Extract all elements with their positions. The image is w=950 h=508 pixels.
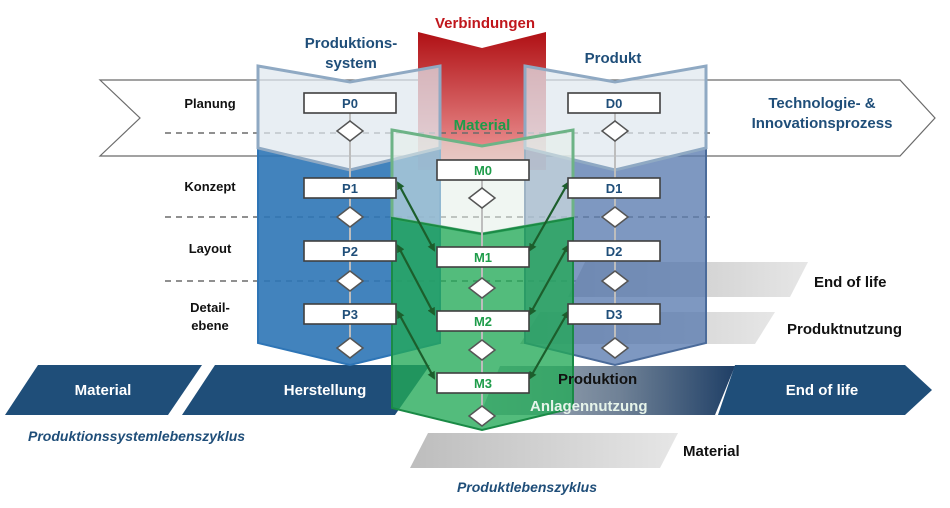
node-m1: M1 xyxy=(436,246,530,268)
arrow-p3-m3 xyxy=(397,310,435,380)
svg-text:P2: P2 xyxy=(342,244,358,259)
decision-diamond xyxy=(335,270,365,292)
svg-text:M1: M1 xyxy=(474,250,492,265)
node-m0: M0 xyxy=(436,159,530,181)
lifecycle-herstellung-label: Herstellung xyxy=(284,382,367,399)
svg-text:M2: M2 xyxy=(474,314,492,329)
product-cycle-labels: End of life Produktnutzung Produktion Ma… xyxy=(558,274,902,460)
node-p3: P3 xyxy=(303,303,397,325)
node-p0: P0 xyxy=(303,92,397,114)
decision-diamond xyxy=(335,206,365,228)
svg-text:M3: M3 xyxy=(474,376,492,391)
decision-diamond xyxy=(600,270,630,292)
node-p1: P1 xyxy=(303,177,397,199)
produktion-label: Produktion xyxy=(558,371,637,388)
arrow-d3-m3 xyxy=(529,310,569,380)
product-material-label: Material xyxy=(683,443,740,460)
product-material-band xyxy=(410,433,678,468)
lifecycle-material-band xyxy=(5,365,202,415)
decision-diamond xyxy=(467,187,497,209)
node-d3: D3 xyxy=(567,303,661,325)
produktlebenszyklus-caption: Produktlebenszyklus xyxy=(457,479,597,495)
phase-detail-1: Detail- xyxy=(190,300,230,315)
lifecycle-end-of-life-band xyxy=(718,365,932,415)
decision-diamond xyxy=(600,337,630,359)
svg-text:P3: P3 xyxy=(342,307,358,322)
phase-konzept: Konzept xyxy=(184,179,236,194)
arrow-d2-m2 xyxy=(529,244,569,316)
lifecycle-end-of-life-label: End of life xyxy=(786,382,859,399)
node-m2: M2 xyxy=(436,310,530,332)
lifecycle-material-label: Material xyxy=(75,382,132,399)
lifecycle-herstellung-band xyxy=(182,365,430,415)
svg-text:D2: D2 xyxy=(606,244,623,259)
phase-planung: Planung xyxy=(184,96,235,111)
produktionssystem-label-1: Produktions- xyxy=(305,35,398,52)
arrow-p2-m2 xyxy=(397,244,435,316)
lifecycle-labels: Material Herstellung End of life xyxy=(75,382,859,399)
decision-diamond xyxy=(467,277,497,299)
svg-text:P1: P1 xyxy=(342,181,358,196)
node-d0: D0 xyxy=(567,92,661,114)
produktionssystem-label-2: system xyxy=(325,55,377,72)
product-end-of-life-label: End of life xyxy=(814,274,887,291)
node-d1: D1 xyxy=(567,177,661,199)
decision-diamond xyxy=(600,120,630,142)
verbindungen-label: Verbindungen xyxy=(435,15,535,32)
decision-diamond xyxy=(467,405,497,427)
phase-detail-2: ebene xyxy=(191,318,229,333)
decision-diamonds xyxy=(335,120,630,427)
technologie-label-2: Innovationsprozess xyxy=(752,115,893,132)
decision-diamond xyxy=(467,339,497,361)
decision-diamond xyxy=(335,120,365,142)
svg-text:M0: M0 xyxy=(474,163,492,178)
produktionssystemlebenszyklus-caption: Produktionssystemlebenszyklus xyxy=(28,428,245,444)
svg-text:D0: D0 xyxy=(606,96,623,111)
phase-labels: Planung Konzept Layout Detail- ebene xyxy=(184,96,236,333)
svg-text:P0: P0 xyxy=(342,96,358,111)
produkt-label: Produkt xyxy=(585,50,642,67)
connection-arrows xyxy=(397,181,569,380)
technologie-label-1: Technologie- & xyxy=(768,95,875,112)
column-headers: Verbindungen Produktions- system Produkt… xyxy=(305,15,893,134)
node-d2: D2 xyxy=(567,240,661,262)
produktnutzung-label: Produktnutzung xyxy=(787,321,902,338)
svg-text:D3: D3 xyxy=(606,307,623,322)
node-m3: M3 xyxy=(436,372,530,394)
material-label: Material xyxy=(454,117,511,134)
svg-text:D1: D1 xyxy=(606,181,623,196)
verbindungen-arrow xyxy=(418,32,546,170)
node-boxes: P0 P1 P2 P3 M0 M1 M2 M3 D0 D1 D2 D3 xyxy=(303,92,661,394)
arrow-d1-m1 xyxy=(529,181,569,252)
decision-diamond xyxy=(600,206,630,228)
phase-layout: Layout xyxy=(189,241,232,256)
decision-diamond xyxy=(335,337,365,359)
anlagennutzung-label: Anlagennutzung xyxy=(530,398,647,415)
arrow-p1-m1 xyxy=(397,181,435,252)
node-p2: P2 xyxy=(303,240,397,262)
